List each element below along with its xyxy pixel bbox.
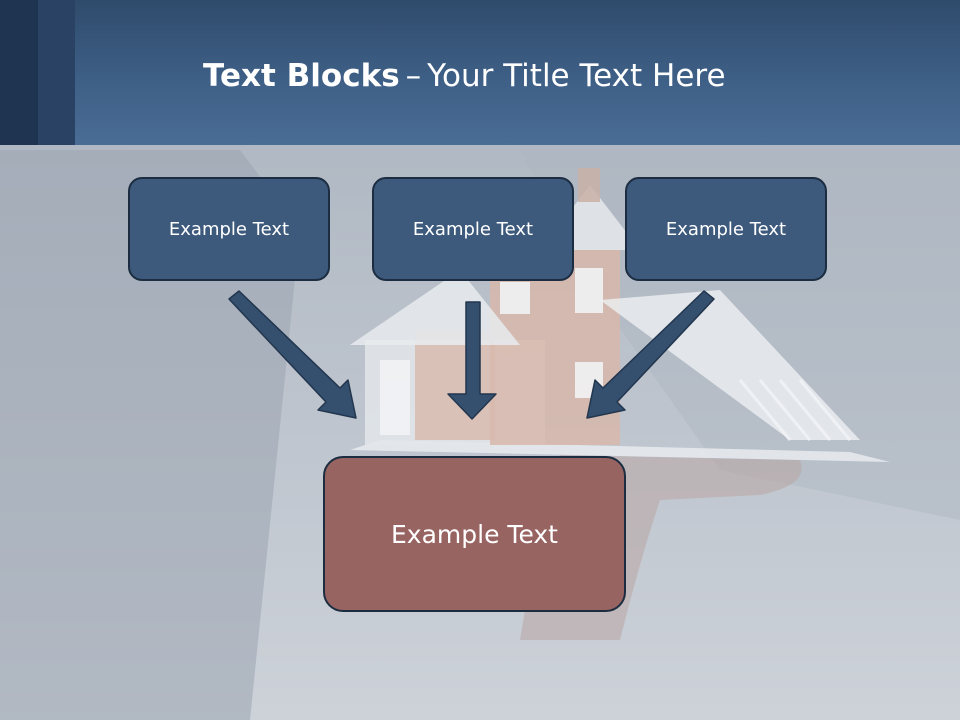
- title-dash: –: [405, 58, 422, 94]
- text-block-left-label: Example Text: [168, 218, 290, 240]
- header-accent-mid: [38, 0, 75, 145]
- text-block-center-label: Example Text: [412, 218, 534, 240]
- arrow-left: [228, 290, 357, 419]
- arrow-center: [447, 301, 497, 420]
- arrow-right: [586, 290, 715, 419]
- text-block-right-label: Example Text: [665, 218, 787, 240]
- title-bold: Text Blocks: [203, 58, 400, 94]
- text-block-right[interactable]: Example Text: [625, 177, 827, 281]
- header-accent-dark: [0, 0, 38, 145]
- text-block-bottom[interactable]: Example Text: [323, 456, 626, 612]
- text-block-left[interactable]: Example Text: [128, 177, 330, 281]
- text-block-bottom-label: Example Text: [391, 519, 558, 549]
- header-band: [0, 0, 960, 145]
- slide-title: Text Blocks–Your Title Text Here: [203, 56, 726, 96]
- title-rest: Your Title Text Here: [427, 58, 726, 94]
- text-block-center[interactable]: Example Text: [372, 177, 574, 281]
